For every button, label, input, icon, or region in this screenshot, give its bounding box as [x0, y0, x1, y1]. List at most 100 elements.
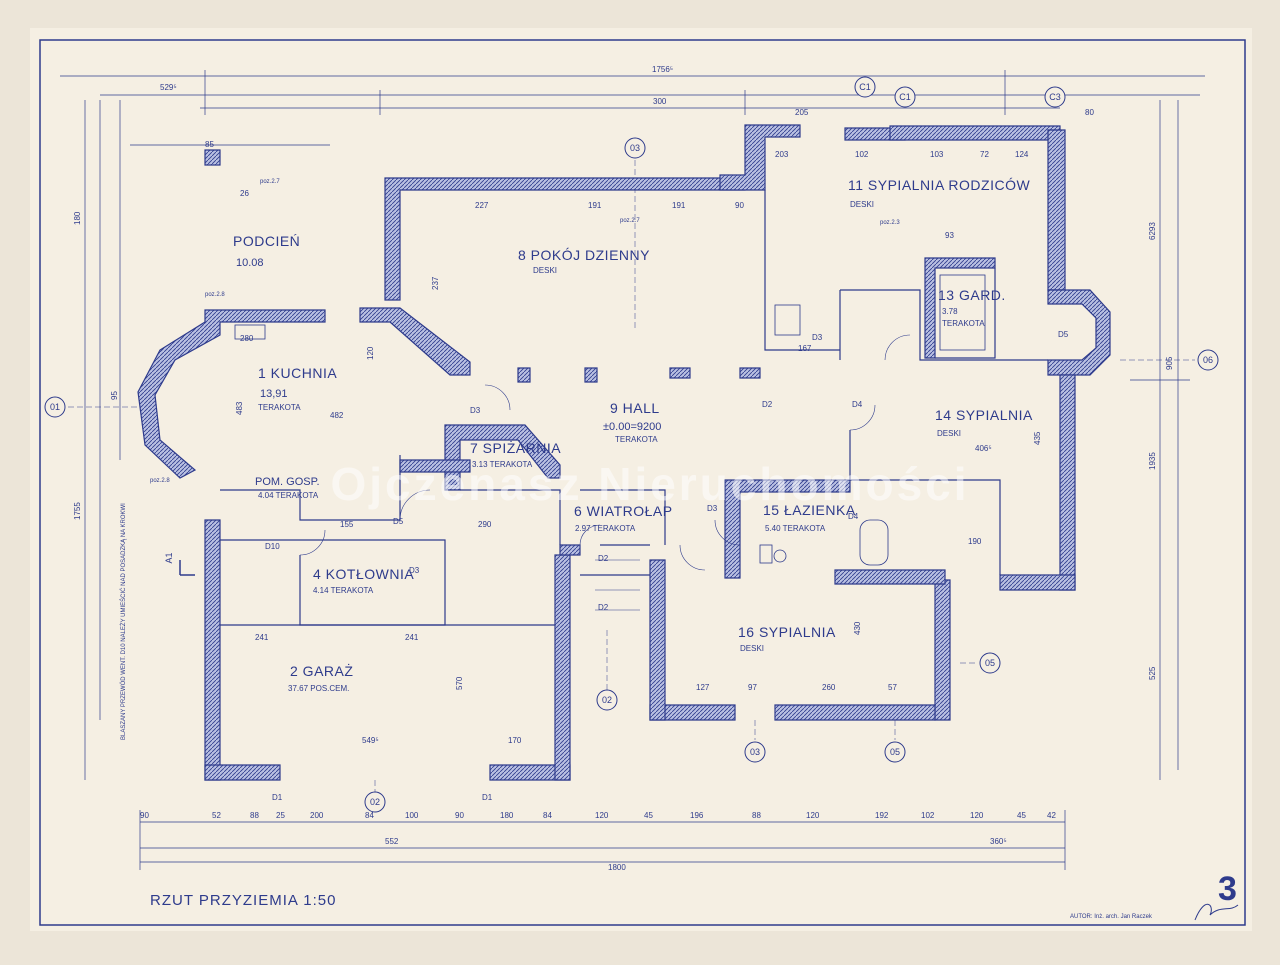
room-pomgosp-area: 4.04 [258, 491, 274, 500]
kitchen-sink-icon [234, 324, 266, 340]
wall-stub-4 [584, 367, 598, 383]
chain-dim: 88 [250, 811, 259, 820]
room-podcien-name: PODCIEŃ [233, 233, 300, 249]
wall-bedroom16-west [649, 559, 666, 721]
inner-dim: 95 [110, 391, 119, 400]
inner-dim: 93 [945, 231, 954, 240]
chain-dim: 100 [405, 811, 419, 820]
sheet-number: 3 [1218, 870, 1237, 908]
shower-icon [774, 304, 801, 336]
room-kuchnia-name: 1 KUCHNIA [258, 365, 337, 381]
dim-right-525: 525 [1148, 666, 1157, 680]
inner-dim: 570 [455, 676, 464, 690]
axis-label-02-bottom: 02 [370, 797, 380, 807]
wall-living-west [359, 307, 471, 376]
dim-bottom-3605: 360⁵ [990, 837, 1007, 846]
axis-marker-01 [44, 396, 66, 418]
axis-marker-c3 [1044, 86, 1066, 108]
axis-marker-05-right [979, 652, 1001, 674]
inner-dim: 103 [930, 150, 944, 159]
level-mark: poz.2.7 [260, 179, 280, 185]
door-label: D5 [393, 517, 404, 526]
chain-dim: 84 [365, 811, 374, 820]
room-pokoj-name: 8 POKÓJ DZIENNY [518, 247, 650, 263]
axis-label-02-inner: 02 [602, 695, 612, 705]
axis-marker-06 [1197, 349, 1219, 371]
axis-label-03-bottom: 03 [750, 747, 760, 757]
chain-dim: 42 [1047, 811, 1056, 820]
door-label: D1 [482, 793, 493, 802]
axis-marker-03-top [624, 137, 646, 159]
room-garaz-floor: POS.CEM. [310, 684, 349, 693]
inner-dim: 237 [431, 276, 440, 290]
inner-dim: 97 [748, 683, 757, 692]
level-mark: poz.2.3 [880, 220, 900, 226]
dim-right-905: 905 [1165, 356, 1174, 370]
axis-label-c3: C3 [1049, 92, 1061, 102]
room-lazienka-floor: TERAKOTA [783, 524, 826, 533]
dim-right-overall: 6293 [1148, 222, 1157, 240]
room-garaz-area: 37.67 [288, 684, 309, 693]
wall-stub-1 [669, 367, 691, 379]
room-kotlownia-area: 4.14 [313, 586, 329, 595]
room-sypialnia16-floor: DESKI [740, 644, 764, 653]
axis-marker-02-inner [596, 689, 618, 711]
chain-dim: 102 [921, 811, 935, 820]
room-garaz-area-floor: 37.67 POS.CEM. [288, 684, 349, 693]
wall-garage-west [204, 519, 221, 781]
axis-label-05-right: 05 [985, 658, 995, 668]
bottom-chain-dimensions: 90 52 88 25 200 84 100 90 180 84 120 45 … [140, 811, 1056, 820]
room-wiatrolap-floor: TERAKOTA [593, 524, 636, 533]
door-label: D2 [762, 400, 773, 409]
dim-bottom-552: 552 [385, 837, 399, 846]
bathtub-icon [859, 519, 889, 566]
inner-dim: 80 [1085, 108, 1094, 117]
axis-marker-03-bottom [744, 741, 766, 763]
level-mark: poz.2.7 [620, 218, 640, 224]
door-label: D10 [265, 542, 280, 551]
wall-bedroom11-east [1047, 129, 1066, 291]
wall-bedroom11-nw [719, 124, 801, 191]
inner-dim: 482 [330, 411, 344, 420]
chain-dim: 84 [543, 811, 552, 820]
room-labels: PODCIEŃ 10.08 1 KUCHNIA 13,91 TERAKOTA 8… [233, 177, 1032, 693]
wall-stub-2 [739, 367, 761, 379]
wardrobe-shelf-icon [939, 274, 986, 351]
drawing-border [39, 39, 1246, 926]
watermark: Ojczenasz Nieruchomości [330, 458, 969, 510]
toilet-icon [773, 549, 787, 563]
door-label: D5 [1058, 330, 1069, 339]
inner-dim: 290 [478, 520, 492, 529]
room-gard-floor: TERAKOTA [942, 319, 985, 328]
axis-markers [44, 76, 1219, 813]
chain-dim: 45 [1017, 811, 1026, 820]
dim-left-180: 180 [73, 211, 82, 225]
wall-bedroom11-north [889, 125, 1061, 141]
wall-pantry [444, 424, 561, 491]
room-spizarnia-area-floor: 3.13 TERAKOTA [472, 460, 533, 469]
top-dimension-lines [60, 70, 1205, 146]
level-mark: poz.2.8 [205, 292, 225, 298]
room-sypialnia16-name: 16 SYPIALNIA [738, 624, 836, 640]
chain-dim: 25 [276, 811, 285, 820]
door-label: D3 [812, 333, 823, 342]
section-marker-a1: A1 [164, 552, 174, 563]
inner-dim: 191 [672, 201, 686, 210]
bathroom-fixtures [234, 274, 986, 566]
room-lazienka-area: 5.40 [765, 524, 781, 533]
chain-dim: 200 [310, 811, 324, 820]
inner-dim: 57 [888, 683, 897, 692]
axis-label-c1-b: C1 [899, 92, 911, 102]
inner-dim: 102 [855, 150, 869, 159]
door-label: D2 [598, 554, 609, 563]
inner-dim: 127 [696, 683, 710, 692]
room-hall-floor: TERAKOTA [615, 435, 658, 444]
chain-dim: 88 [752, 811, 761, 820]
inner-dim: 483 [235, 401, 244, 415]
inner-dim: 124 [1015, 150, 1029, 159]
room-spizarnia-area: 3.13 [472, 460, 488, 469]
dim-top-overall: 1756⁵ [652, 65, 673, 74]
chain-dim: 52 [212, 811, 221, 820]
axis-marker-c1-b [894, 86, 916, 108]
ventilation-note: BLASZANY PRZEWÓD WENT. D10 NALEŻY UMIEŚC… [119, 503, 127, 740]
